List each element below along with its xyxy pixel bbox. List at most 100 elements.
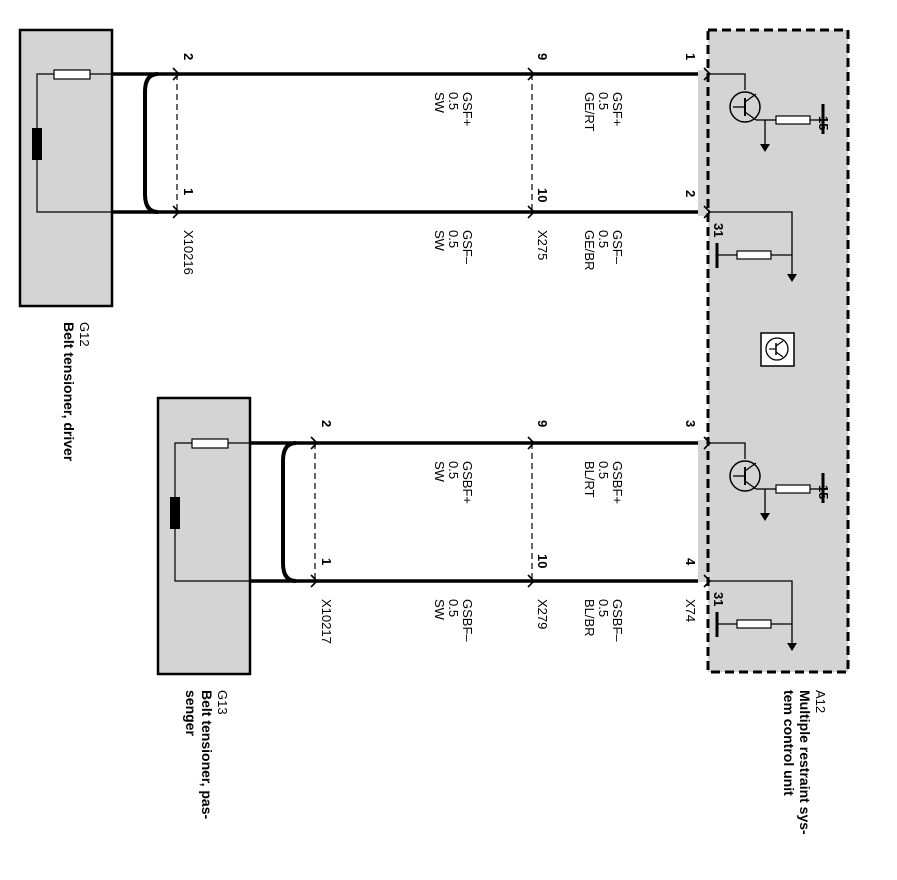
svg-text:0.5: 0.5 — [446, 461, 461, 479]
g13-igniter-icon — [170, 497, 180, 529]
terminal-15-lower: 15 — [816, 485, 831, 499]
pin-x279-9: 9 — [535, 420, 550, 427]
wire-label-w3-left: GSBF+ 0.5 SW — [432, 461, 475, 504]
svg-text:GSF–: GSF– — [460, 230, 475, 265]
connector-label-x74: X74 — [683, 599, 698, 622]
wire-label-w2-left: GSF– 0.5 SW — [432, 230, 475, 265]
wires — [112, 72, 698, 583]
transistor-icon — [729, 460, 761, 492]
svg-text:0.5: 0.5 — [446, 92, 461, 110]
svg-text:G13: G13 — [215, 690, 230, 715]
g13-belt-tensioner-passenger — [156, 396, 252, 676]
connector-label-x275: X275 — [535, 230, 550, 260]
g12-wire-pair-shield — [143, 72, 159, 214]
svg-text:BL/BR: BL/BR — [582, 599, 597, 637]
svg-text:GSBF–: GSBF– — [610, 599, 625, 642]
connector-mark-icon — [703, 67, 712, 81]
svg-text:GE/BR: GE/BR — [582, 230, 597, 270]
svg-text:0.5: 0.5 — [446, 230, 461, 248]
wire-label-w4-right: GSBF– 0.5 BL/BR — [582, 599, 625, 642]
pin-g12-2: 2 — [181, 53, 196, 60]
svg-text:SW: SW — [432, 599, 447, 621]
transistor-icon — [729, 91, 761, 123]
svg-text:senger: senger — [183, 690, 199, 736]
terminal-15-upper: 15 — [816, 116, 831, 130]
svg-text:0.5: 0.5 — [446, 599, 461, 617]
pin-a12-3: 3 — [683, 420, 698, 427]
g12-resistor-icon — [53, 69, 91, 80]
a12-upper-driver-circuit — [708, 73, 825, 152]
connector-mark-icon — [310, 436, 319, 450]
connector-mark-icon — [703, 205, 712, 219]
svg-text:SW: SW — [432, 461, 447, 483]
svg-text:BL/RT: BL/RT — [582, 461, 597, 498]
label-a12: A12 Multiple restraint sys- tem control … — [781, 690, 828, 835]
connector-mark-icon — [172, 205, 181, 219]
resistor-icon — [775, 484, 811, 494]
wire-label-w2-right: GSF– 0.5 GE/BR — [582, 230, 625, 270]
wire-label-w4-left: GSBF– 0.5 SW — [432, 599, 475, 642]
pin-x279-10: 10 — [535, 554, 550, 568]
label-g12: G12 Belt tensioner, driver — [61, 322, 92, 462]
svg-text:GE/RT: GE/RT — [582, 92, 597, 132]
wire-label-w1-left: GSF+ 0.5 SW — [432, 92, 475, 126]
connector-mark-icon — [310, 574, 319, 588]
pin-a12-1: 1 — [683, 53, 698, 60]
a12-lower-driver-circuit — [708, 442, 825, 521]
g12-belt-tensioner-driver — [18, 28, 114, 308]
pin-x275-9: 9 — [535, 53, 550, 60]
arrow-down-icon — [760, 144, 770, 152]
svg-text:GSBF–: GSBF– — [460, 599, 475, 642]
svg-text:Belt tensioner, driver: Belt tensioner, driver — [61, 322, 77, 462]
pin-a12-2: 2 — [683, 190, 698, 197]
svg-text:GSF–: GSF– — [610, 230, 625, 265]
terminal-31-lower: 31 — [711, 592, 726, 606]
pin-g12-1: 1 — [181, 188, 196, 195]
svg-text:SW: SW — [432, 230, 447, 252]
connector-label-x10217: X10217 — [319, 599, 334, 644]
svg-text:GSF+: GSF+ — [610, 92, 625, 126]
pin-x275-10: 10 — [535, 188, 550, 202]
a12-housing-border — [706, 28, 850, 674]
svg-text:0.5: 0.5 — [596, 92, 611, 110]
ground-icon — [787, 643, 797, 651]
connector-label-x279: X279 — [535, 599, 550, 629]
connector-mark-icon — [703, 574, 712, 588]
resistor-icon — [736, 619, 772, 629]
a12-control-unit — [698, 28, 850, 674]
connector-mark-icon — [527, 436, 536, 450]
label-g13: G13 Belt tensioner, pas- senger — [183, 690, 230, 819]
svg-text:0.5: 0.5 — [596, 230, 611, 248]
connector-mark-icon — [527, 67, 536, 81]
svg-text:GSBF+: GSBF+ — [610, 461, 625, 504]
svg-text:A12: A12 — [813, 690, 828, 713]
connector-mark-icon — [172, 67, 181, 81]
svg-text:tem control unit: tem control unit — [781, 690, 797, 796]
wire-label-w3-right: GSBF+ 0.5 BL/RT — [582, 461, 625, 504]
g13-wire-pair-shield — [281, 441, 297, 583]
g13-resistor-icon — [191, 438, 229, 449]
svg-text:GSBF+: GSBF+ — [460, 461, 475, 504]
svg-text:G12: G12 — [77, 322, 92, 347]
svg-text:SW: SW — [432, 92, 447, 114]
svg-text:0.5: 0.5 — [596, 461, 611, 479]
pin-g13-1: 1 — [319, 558, 334, 565]
connector-label-x10216: X10216 — [181, 230, 196, 275]
electronic-component-icon — [760, 332, 795, 367]
svg-text:GSF+: GSF+ — [460, 92, 475, 126]
a12-lower-ground-circuit — [708, 580, 797, 651]
connector-marks — [172, 67, 712, 588]
pin-g13-2: 2 — [319, 420, 334, 427]
resistor-icon — [775, 115, 811, 125]
connector-lines — [176, 74, 533, 581]
ground-icon — [787, 274, 797, 282]
arrow-down-icon — [760, 513, 770, 521]
svg-text:Multiple restraint sys-: Multiple restraint sys- — [797, 690, 813, 835]
terminal-31-upper: 31 — [711, 223, 726, 237]
g12-igniter-icon — [32, 128, 42, 160]
wire-label-w1-right: GSF+ 0.5 GE/RT — [582, 92, 625, 132]
connector-mark-icon — [527, 574, 536, 588]
resistor-icon — [736, 250, 772, 260]
connector-mark-icon — [703, 436, 712, 450]
